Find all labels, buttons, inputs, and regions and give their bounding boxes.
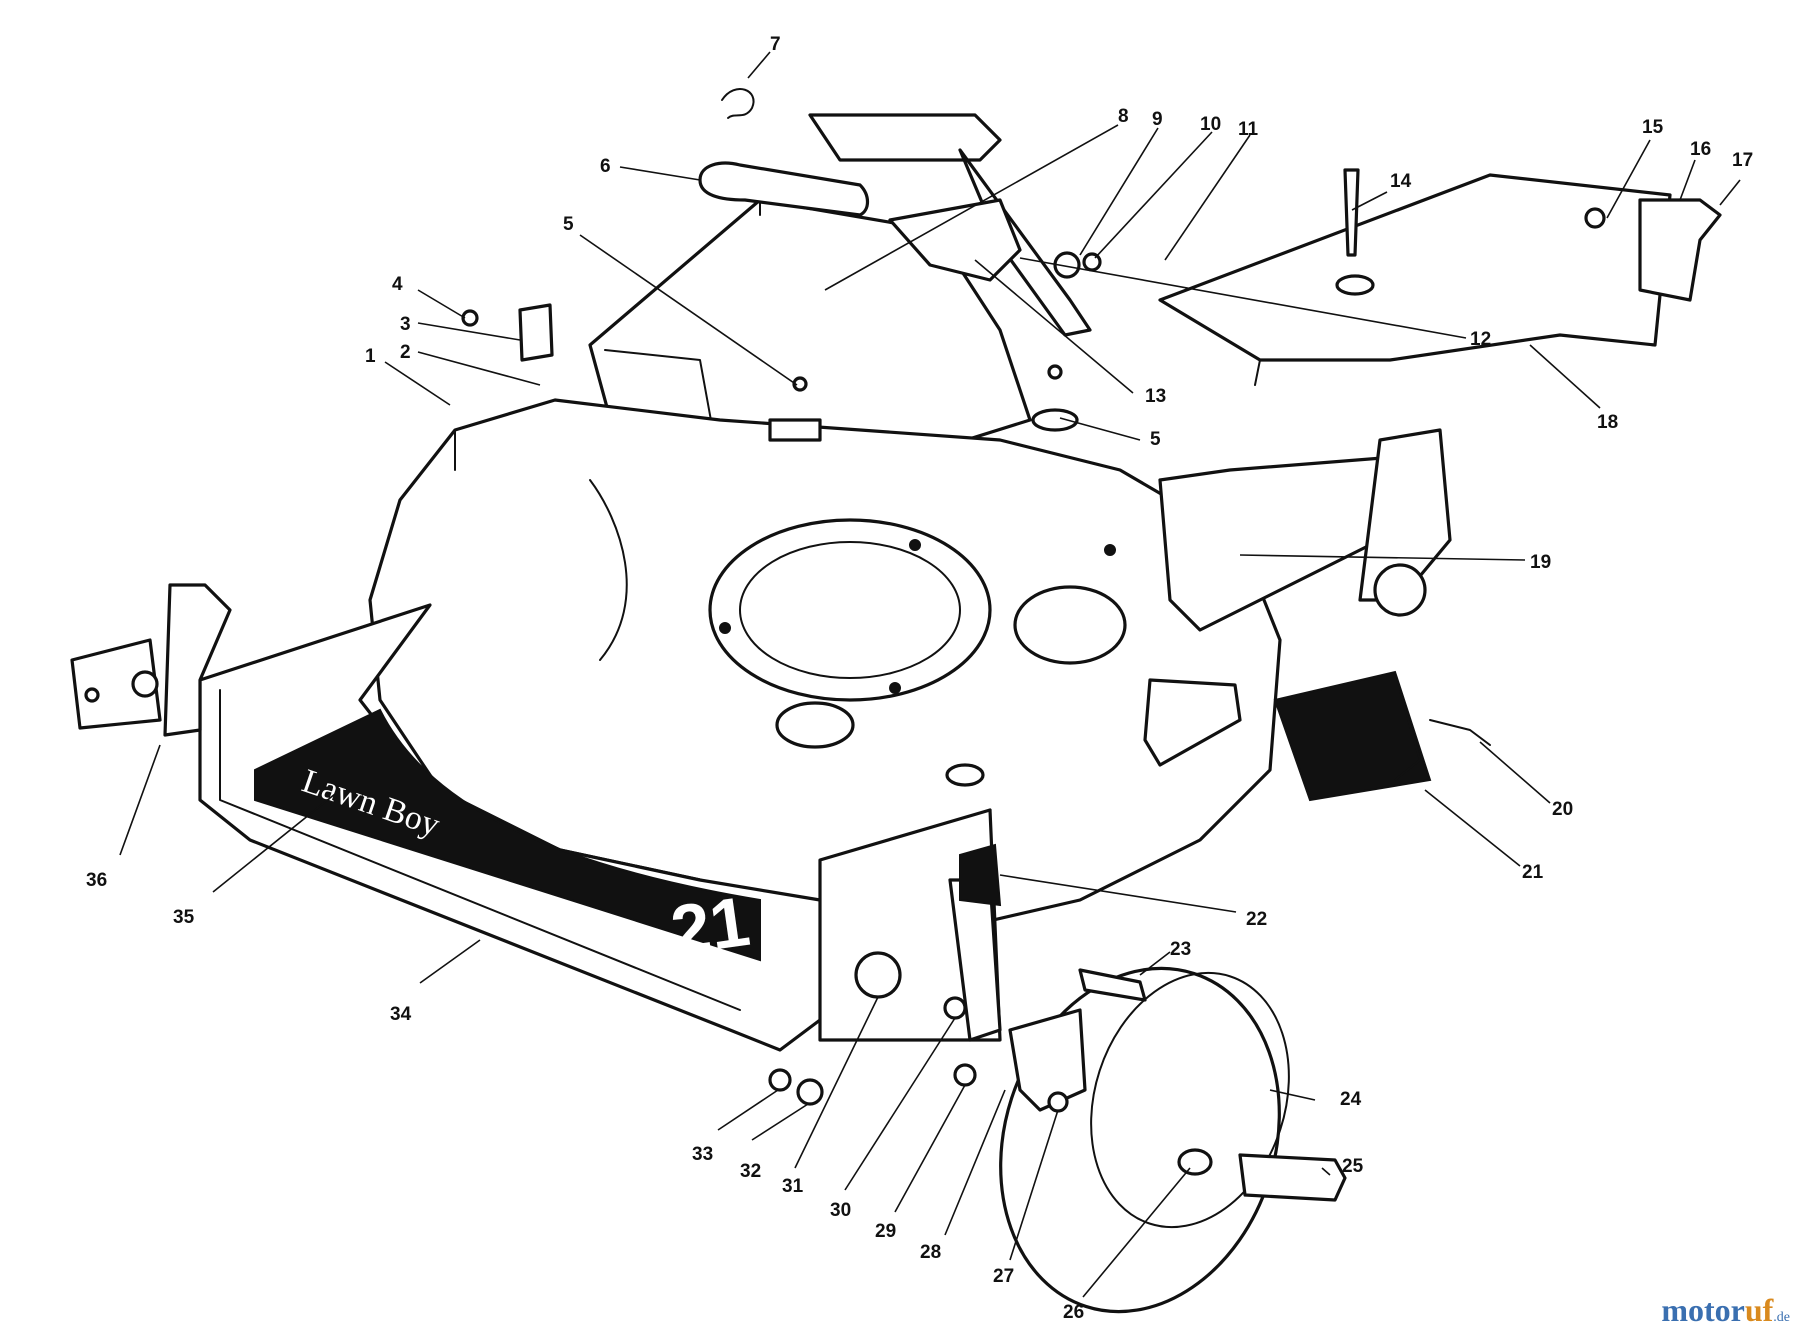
leader-lines [119, 51, 1741, 1298]
callout-29: 29 [875, 1221, 896, 1242]
callout-4: 4 [392, 274, 403, 295]
watermark: motoruf.de [1661, 1292, 1790, 1329]
callout-32: 32 [740, 1161, 761, 1182]
hardware [461, 88, 1491, 1106]
watermark-name-b: uf [1744, 1292, 1774, 1328]
callout-5-right: 5 [1150, 429, 1161, 450]
left-height-bracket [70, 583, 232, 737]
callout-11: 11 [1238, 119, 1259, 140]
callout-24: 24 [1340, 1089, 1362, 1110]
callout-8: 8 [1118, 106, 1129, 127]
callout-30: 30 [830, 1200, 851, 1221]
callout-16: 16 [1690, 139, 1711, 160]
callout-36: 36 [86, 870, 107, 891]
callout-22: 22 [1246, 909, 1267, 930]
rear-baffle [1158, 173, 1672, 386]
wheel [999, 966, 1347, 1314]
callout-6: 6 [600, 156, 611, 177]
callout-17: 17 [1732, 150, 1753, 171]
callout-19: 19 [1530, 552, 1551, 573]
watermark-suffix: .de [1773, 1310, 1790, 1325]
callout-27: 27 [993, 1266, 1014, 1287]
callout-26: 26 [1063, 1302, 1084, 1323]
handle-lever-assembly [698, 113, 1102, 337]
callout-9: 9 [1152, 109, 1163, 130]
callout-1: 1 [365, 346, 376, 367]
callout-31: 31 [782, 1176, 804, 1197]
callout-5-left: 5 [563, 214, 574, 235]
callout-12: 12 [1470, 329, 1491, 350]
callout-23: 23 [1170, 939, 1191, 960]
callout-15: 15 [1642, 117, 1664, 138]
callout-labels: 1 2 3 4 5 5 6 7 8 9 10 11 12 13 14 15 16… [86, 34, 1753, 1323]
callout-20: 20 [1552, 799, 1573, 820]
decal-number: 21 [666, 882, 754, 970]
callout-2: 2 [400, 342, 411, 363]
callout-33: 33 [692, 1144, 713, 1165]
callout-35: 35 [173, 907, 195, 928]
callout-25: 25 [1342, 1156, 1364, 1177]
callout-14: 14 [1390, 171, 1412, 192]
rear-hinge-bracket [1584, 198, 1722, 302]
callout-21: 21 [1522, 862, 1544, 883]
mower-deck [368, 398, 1282, 932]
decal-panel [254, 708, 761, 962]
callout-28: 28 [920, 1242, 941, 1263]
callout-18: 18 [1597, 412, 1618, 433]
callout-34: 34 [390, 1004, 412, 1025]
callout-7: 7 [770, 34, 781, 55]
callout-13: 13 [1145, 386, 1166, 407]
front-height-lever [818, 808, 1087, 1113]
watermark-name-a: motor [1661, 1292, 1745, 1328]
callout-3: 3 [400, 314, 411, 335]
callout-10: 10 [1200, 114, 1221, 135]
